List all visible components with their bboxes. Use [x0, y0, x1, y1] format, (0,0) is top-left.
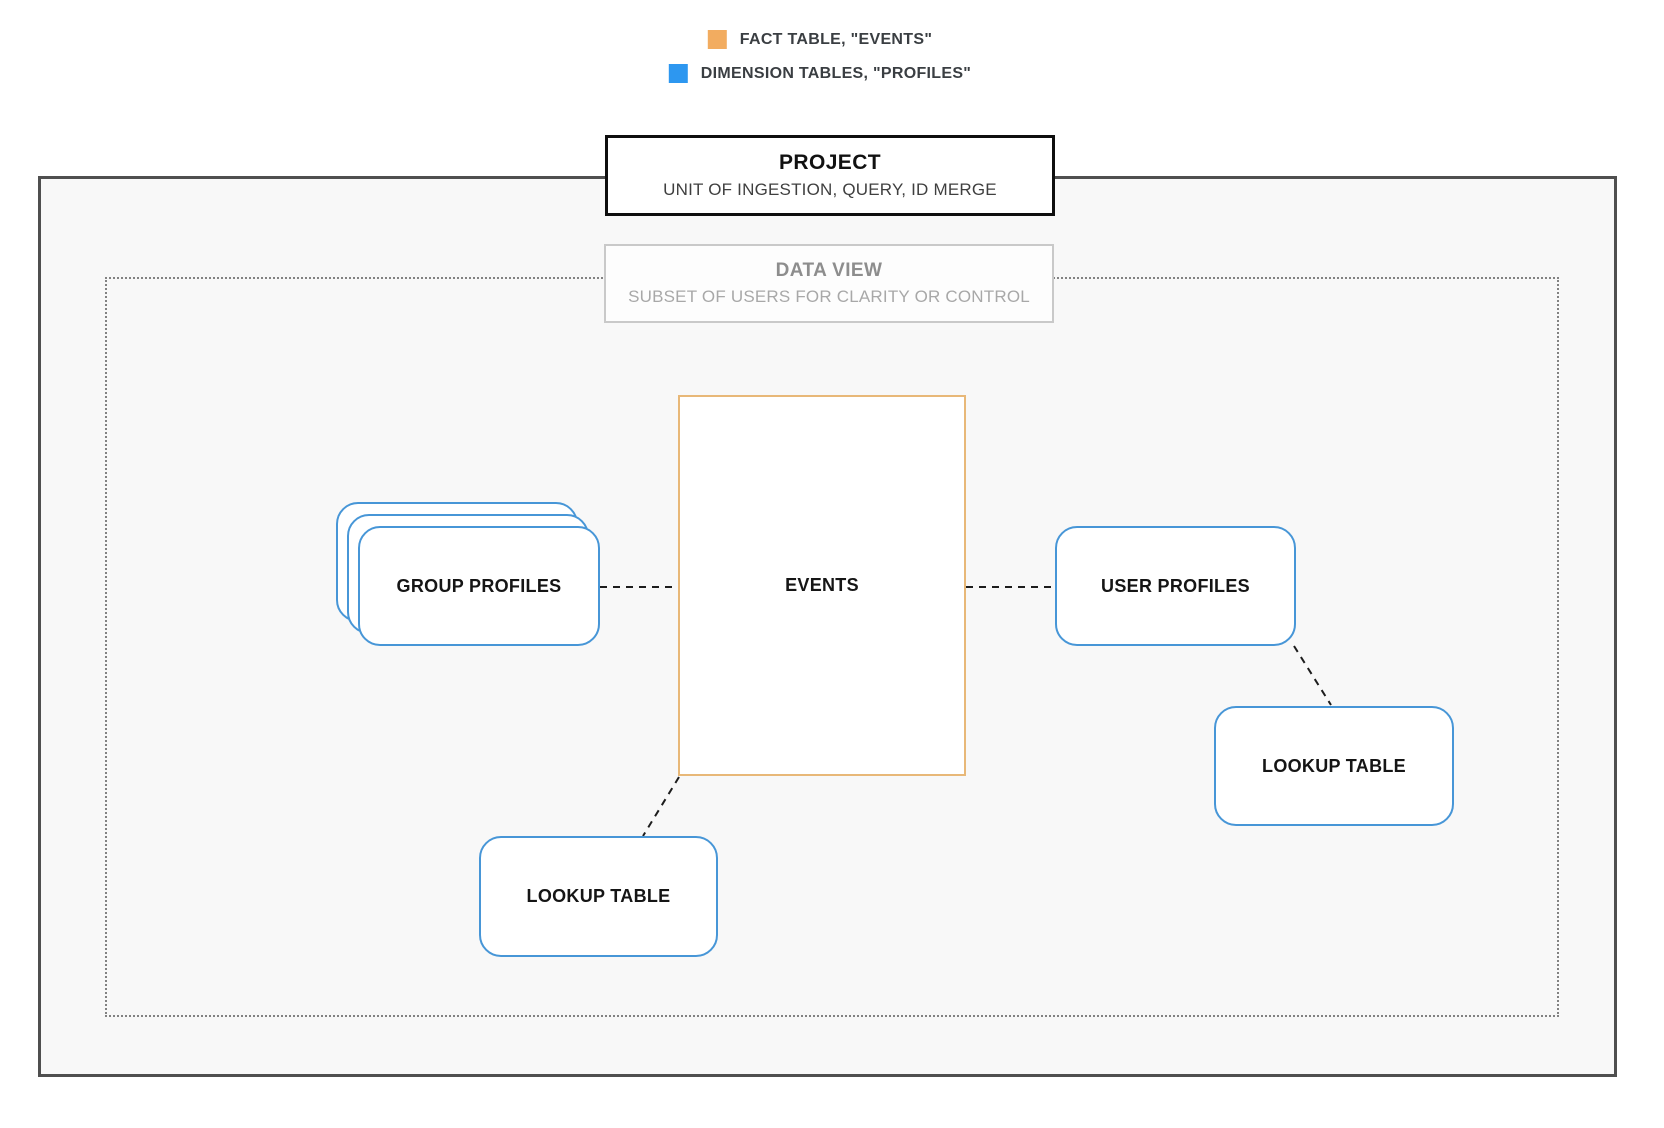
- project-title: PROJECT: [779, 151, 881, 174]
- group-profiles-node: GROUP PROFILES: [358, 526, 600, 646]
- legend-label-dimension-tables: DIMENSION TABLES, "PROFILES": [700, 64, 972, 82]
- connector-user-profiles-lookup-right: [1293, 645, 1332, 706]
- user-profiles-node: USER PROFILES: [1055, 526, 1296, 646]
- data-view-title: DATA VIEW: [775, 260, 883, 281]
- fact-table-color-swatch-icon: [707, 30, 727, 49]
- lookup-table-right-node: LOOKUP TABLE: [1214, 706, 1454, 826]
- lookup-table-right-label: LOOKUP TABLE: [1262, 755, 1406, 776]
- legend-item-fact-table: FACT TABLE, "EVENTS": [707, 30, 933, 49]
- connector-events-lookup-left: [642, 776, 680, 837]
- legend: FACT TABLE, "EVENTS" DIMENSION TABLES, "…: [668, 30, 972, 83]
- lookup-table-left-label: LOOKUP TABLE: [526, 886, 671, 906]
- group-profiles-label: GROUP PROFILES: [396, 575, 562, 596]
- data-view-subtitle: SUBSET OF USERS FOR CLARITY OR CONTROL: [628, 287, 1030, 306]
- events-label: EVENTS: [785, 575, 859, 595]
- dimension-tables-color-swatch-icon: [668, 64, 688, 83]
- data-view-box: DATA VIEW SUBSET OF USERS FOR CLARITY OR…: [604, 244, 1054, 323]
- legend-item-dimension-tables: DIMENSION TABLES, "PROFILES": [668, 64, 972, 83]
- user-profiles-label: USER PROFILES: [1101, 575, 1250, 596]
- legend-label-fact-table: FACT TABLE, "EVENTS": [739, 30, 933, 48]
- events-node: EVENTS: [678, 395, 966, 776]
- project-subtitle: UNIT OF INGESTION, QUERY, ID MERGE: [663, 180, 997, 199]
- project-box: PROJECT UNIT OF INGESTION, QUERY, ID MER…: [605, 135, 1055, 216]
- lookup-table-left-node: LOOKUP TABLE: [479, 836, 718, 957]
